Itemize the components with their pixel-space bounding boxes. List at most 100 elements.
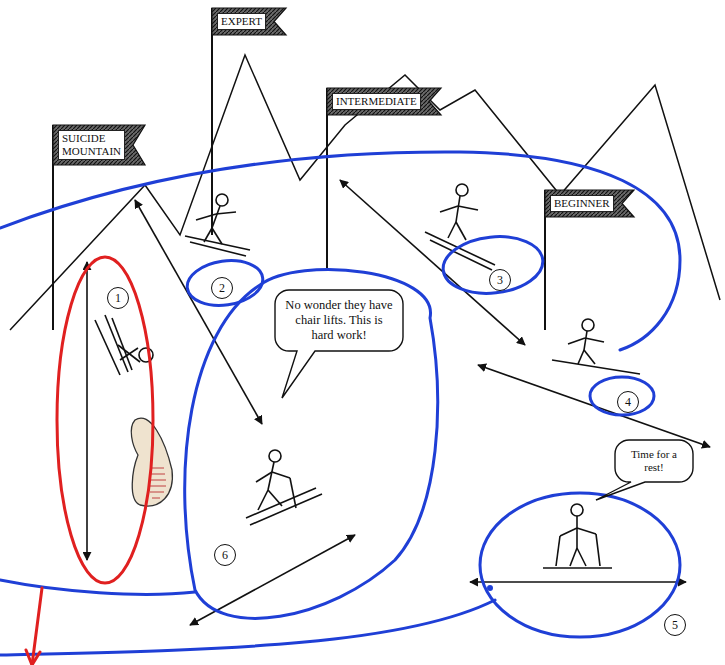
- trail-flag: BEGINNER: [545, 190, 634, 217]
- skier-climbing: [256, 472, 272, 482]
- fallen-skier: [105, 315, 128, 372]
- skier-climbing: [246, 450, 322, 525]
- skier-beginner: [585, 338, 604, 342]
- snow-pile: [150, 468, 166, 498]
- skier-intermediate: [425, 184, 495, 270]
- skier-expert: [190, 242, 246, 256]
- blue-annotation: [480, 493, 680, 637]
- skier-resting: [543, 567, 612, 569]
- flag-label: BEGINNER: [550, 195, 614, 212]
- motion-arrow: [87, 180, 710, 625]
- red-annotation: [26, 257, 153, 665]
- flag-shape: [545, 190, 634, 217]
- blue-annotation: [0, 152, 680, 655]
- speech-bubble-outline: [275, 290, 403, 398]
- snow-pile: [150, 492, 164, 493]
- red-annotation: [26, 650, 40, 665]
- skier-intermediate: [456, 222, 466, 240]
- callout-number: 4: [625, 396, 631, 408]
- blue-annotation: [0, 152, 680, 350]
- skier-climbing: [246, 488, 316, 518]
- skier-resting: [576, 516, 578, 548]
- skier-resting: [570, 548, 577, 566]
- blue-annotation: [185, 270, 438, 619]
- skier-beginner: [582, 319, 594, 331]
- flag-shape: [53, 125, 145, 165]
- callout-number: 3: [497, 274, 503, 286]
- speech-bubble: No wonder they have chair lifts. This is…: [275, 290, 403, 351]
- snow-pile: [150, 486, 166, 487]
- motion-arrow: [190, 535, 355, 625]
- skier-beginner: [584, 331, 587, 350]
- fallen-skier: [120, 348, 138, 360]
- skier-climbing: [258, 490, 268, 510]
- callout-number: 6: [222, 549, 228, 561]
- skier-beginner: [568, 338, 585, 344]
- flag-shape: [212, 8, 286, 35]
- callout-circle: 4: [617, 391, 639, 413]
- fallen-skier: [112, 318, 132, 370]
- motion-arrow: [86, 262, 88, 560]
- skier-expert: [216, 212, 236, 214]
- skier-resting: [560, 528, 577, 536]
- blue-annotation: [489, 587, 492, 590]
- skier-intermediate: [456, 196, 460, 222]
- skier-resting: [596, 534, 600, 566]
- snow-pile: [152, 498, 160, 499]
- speech-text: No wonder they have chair lifts. This is…: [285, 298, 393, 343]
- skier-resting: [543, 504, 612, 568]
- callout-number: 2: [219, 282, 225, 294]
- callout-circle: 6: [214, 544, 236, 566]
- skier-intermediate: [458, 206, 478, 210]
- skier-climbing: [290, 478, 296, 508]
- flag-pole: [211, 8, 213, 235]
- callout-number: 1: [115, 292, 121, 304]
- motion-arrow: [135, 200, 262, 424]
- motion-arrow: [478, 365, 710, 447]
- skier-climbing: [250, 494, 322, 525]
- fallen-skier: [118, 345, 140, 362]
- flag-label: EXPERT: [217, 13, 266, 30]
- skier-climbing: [268, 462, 274, 490]
- blue-annotation: [440, 232, 545, 298]
- flag-label: SUICIDE MOUNTAIN: [58, 130, 125, 160]
- trail-flag: SUICIDE MOUNTAIN: [53, 125, 145, 165]
- skier-climbing: [272, 472, 290, 478]
- skier-resting: [577, 548, 586, 566]
- flag-label: INTERMEDIATE: [332, 93, 421, 110]
- skier-resting: [556, 536, 560, 566]
- skier-expert: [212, 206, 220, 228]
- callout-number: 5: [672, 619, 678, 631]
- trail-flag: INTERMEDIATE: [327, 88, 441, 115]
- flag-pole: [53, 8, 545, 330]
- blue-annotation: [590, 377, 654, 415]
- flag-shape: [327, 88, 441, 115]
- motion-arrow: [470, 581, 686, 583]
- blue-annotation: [0, 600, 495, 655]
- skier-beginner: [552, 360, 640, 374]
- skier-expert: [216, 194, 228, 206]
- red-annotation: [57, 257, 153, 583]
- callout-circle: 2: [211, 277, 233, 299]
- callout-circle: 1: [107, 287, 129, 309]
- trail-flag: EXPERT: [212, 8, 286, 35]
- snow-pile: [150, 474, 165, 475]
- callout-circle: 5: [664, 614, 686, 636]
- skier-intermediate: [440, 206, 458, 212]
- blue-annotation: [184, 256, 265, 310]
- speech-bubble: Time for a rest!: [615, 440, 693, 482]
- callout-circle: 3: [489, 269, 511, 291]
- skier-expert: [185, 194, 250, 256]
- skier-beginner: [578, 350, 584, 364]
- skier-expert: [196, 214, 216, 220]
- skier-resting: [577, 528, 596, 534]
- speech-text: Time for a rest!: [625, 448, 683, 474]
- skier-intermediate: [448, 222, 456, 238]
- skier-beginner: [584, 350, 595, 364]
- snow-pile: [150, 480, 166, 481]
- skier-climbing: [269, 450, 281, 462]
- speech-bubble-outline: [596, 440, 693, 500]
- skier-intermediate: [456, 184, 468, 196]
- skier-resting: [571, 504, 583, 516]
